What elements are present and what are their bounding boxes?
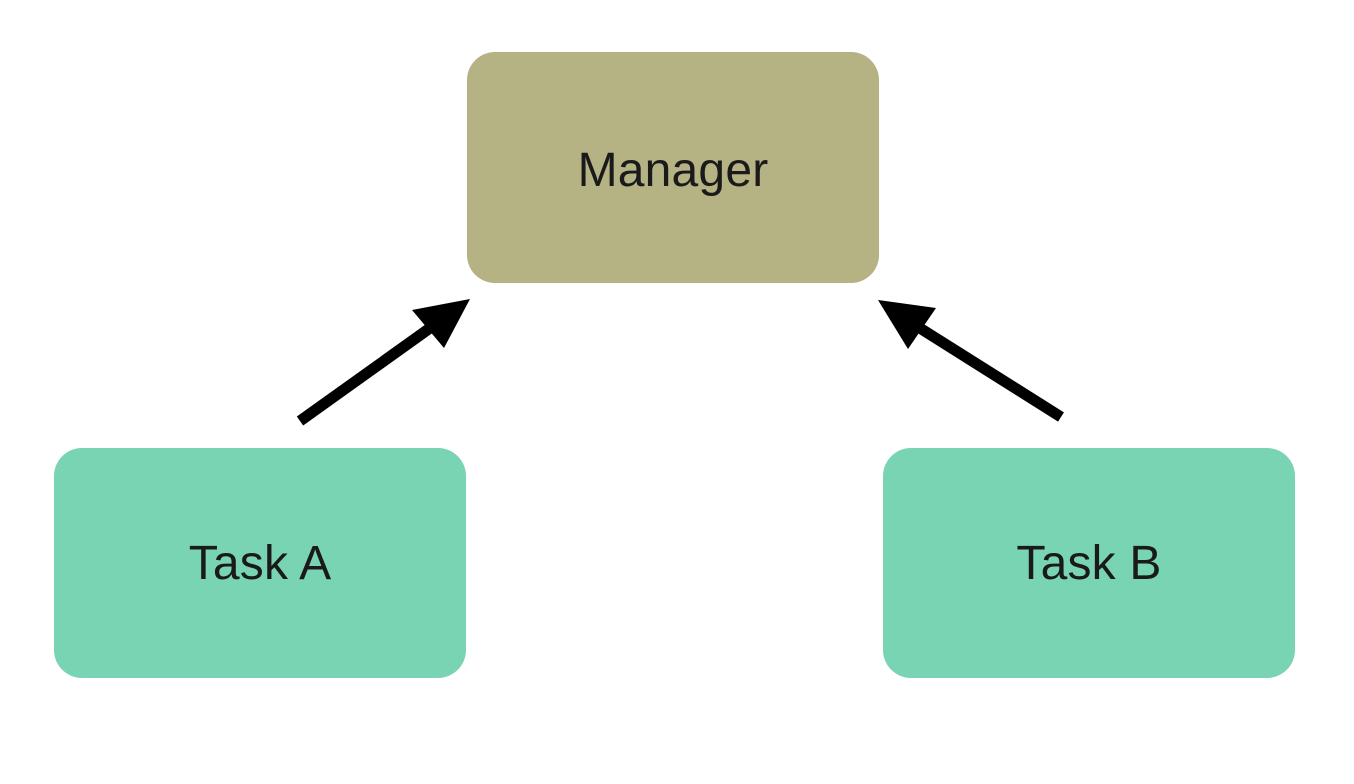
edge-task-b-to-manager-arrowhead xyxy=(878,300,936,349)
node-task-b[interactable]: Task B xyxy=(883,448,1295,678)
edge-task-a-to-manager-arrowhead xyxy=(412,299,470,348)
node-manager-label: Manager xyxy=(577,144,769,197)
node-task-a-label: Task A xyxy=(188,537,332,590)
edge-task-a-to-manager-line xyxy=(296,318,441,426)
edge-task-a-to-manager xyxy=(296,299,470,426)
node-manager[interactable]: Manager xyxy=(467,52,879,283)
node-task-b-label: Task B xyxy=(1016,537,1162,590)
edge-task-b-to-manager-line xyxy=(912,320,1064,422)
node-task-a[interactable]: Task A xyxy=(54,448,466,678)
edge-task-b-to-manager xyxy=(878,300,1064,422)
